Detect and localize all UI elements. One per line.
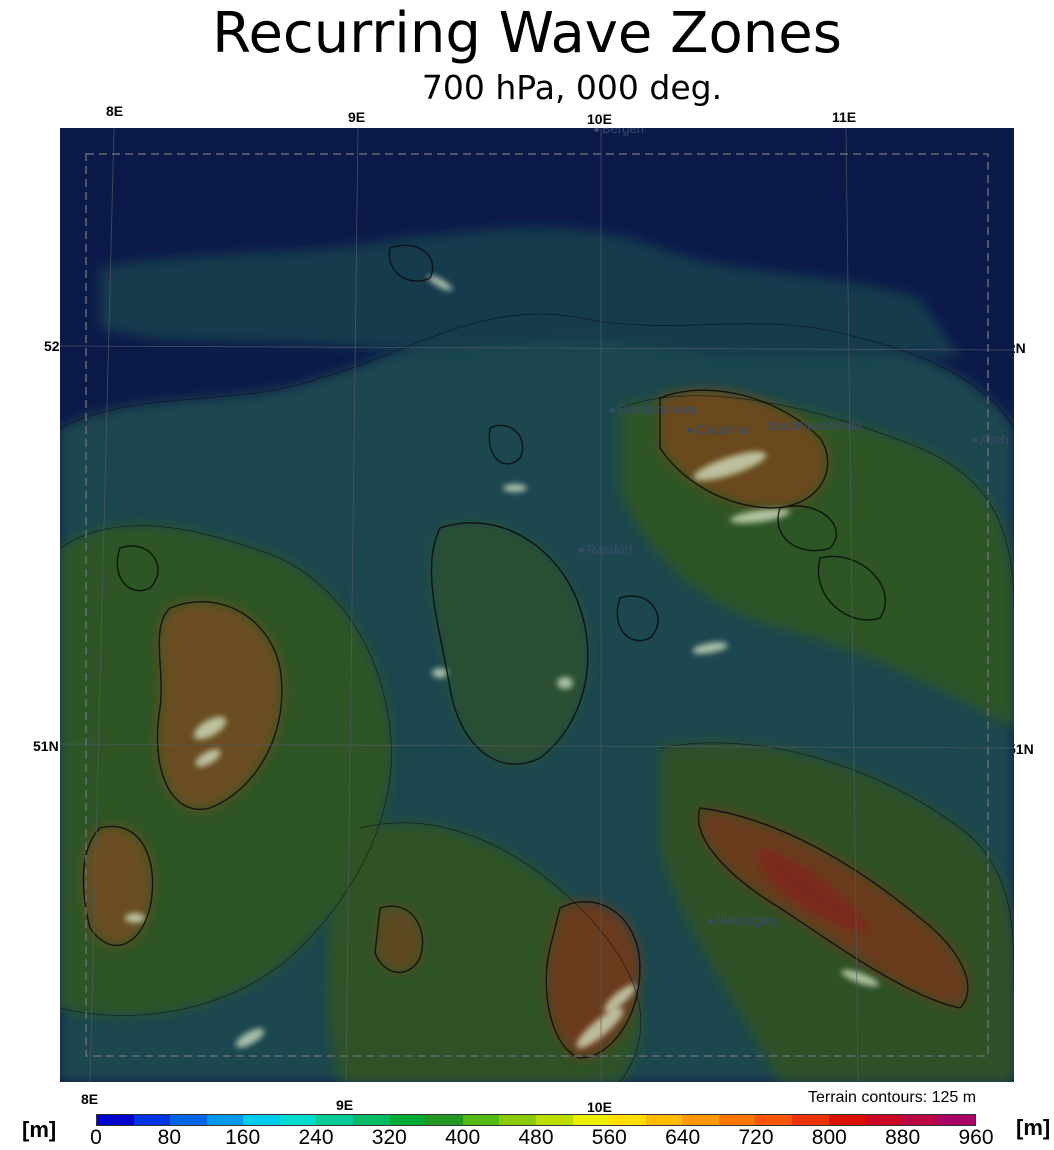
colorbar-unit-left: [m]: [22, 1117, 57, 1142]
colorbar-segment: [316, 1115, 354, 1125]
city-dot: [687, 428, 692, 434]
colorbar-segment: [535, 1115, 573, 1125]
upland-north-ridge: [100, 228, 960, 358]
colorbar-segment: [828, 1115, 866, 1125]
graticule: [60, 128, 1014, 1082]
colorbar-tick-label: 160: [225, 1126, 261, 1149]
highland-south-small: [375, 906, 423, 973]
city-dot: [594, 128, 599, 133]
colorbar-segment: [791, 1115, 829, 1125]
terrain-map[interactable]: Bergen Gandersheim Clausthal Bruchhauser…: [60, 128, 1014, 1082]
colorbar-tick-label: 880: [885, 1126, 921, 1149]
upland-region-central: [431, 522, 588, 765]
top-lon-label-9e: 9E: [348, 109, 366, 125]
colorbar-segment: [243, 1115, 280, 1125]
colorbar-segment: [865, 1115, 902, 1125]
city-dot: [579, 548, 584, 554]
colorbar-segment: [572, 1115, 610, 1125]
bottom-lon-label-9e: 9E: [336, 1097, 354, 1113]
colorbar-segment: [170, 1115, 207, 1125]
colorbar-tick-label: 560: [591, 1126, 627, 1149]
colorbar-segment: [718, 1115, 756, 1125]
colorbar-tick-label: 0: [90, 1126, 102, 1149]
city-label: Clausthal: [687, 423, 749, 437]
colorbar-segment: [97, 1115, 134, 1125]
colorbar-tick-label: 400: [445, 1126, 481, 1149]
colorbar-segment: [901, 1115, 939, 1125]
colorbar-segment: [755, 1115, 792, 1125]
map-title: Recurring Wave Zones: [212, 1, 842, 66]
colorbar-tick-label: 480: [518, 1126, 554, 1149]
lat-label-right-51n: 51N: [1008, 741, 1034, 757]
colorbar-segment: [645, 1115, 683, 1125]
colorbar-tick-label: 240: [298, 1126, 334, 1149]
bottom-lon-label-10e: 10E: [587, 1099, 612, 1115]
colorbar-segment: [682, 1115, 719, 1125]
colorbar-segment: [353, 1115, 390, 1125]
city-label: Rasdorf: [579, 543, 633, 557]
colorbar-segment: [609, 1115, 646, 1125]
city-dot: [708, 919, 713, 925]
terrain-contours: [82, 244, 969, 1059]
wave-zones: [125, 275, 879, 1049]
colorbar-tick-label: 800: [811, 1126, 847, 1149]
peak-thuringian: [759, 848, 870, 931]
city-label: Bergen: [594, 128, 644, 136]
highland-west: [157, 601, 282, 810]
lat-label-left-51n: 51N: [33, 738, 59, 754]
domain-boundary: [85, 153, 989, 1057]
colorbar-segment: [938, 1115, 975, 1125]
colorbar-segment: [389, 1115, 427, 1125]
city-label: Meiningen: [708, 914, 776, 928]
colorbar-segment: [206, 1115, 244, 1125]
bottom-lon-label-8e: 8E: [81, 1091, 99, 1107]
top-lon-label-10e: 10E: [587, 111, 612, 127]
terrain-contours-thin: [60, 313, 1014, 1082]
map-subtitle: 700 hPa, 000 deg.: [421, 68, 723, 107]
colorbar-segment: [426, 1115, 463, 1125]
colorbar-tick-label: 720: [738, 1126, 774, 1149]
colorbar-segment: [462, 1115, 500, 1125]
city-label: Gandersheim: [610, 403, 696, 417]
city-dot: [610, 408, 615, 414]
colorbar: [96, 1114, 976, 1126]
colorbar-unit-right: [m]: [1016, 1115, 1051, 1140]
colorbar-tick-label: 320: [371, 1126, 407, 1149]
terrain-map-svg: [60, 128, 1014, 1082]
colorbar-tick-label: 80: [157, 1126, 182, 1149]
city-label: Bruchhauserode: [766, 418, 862, 433]
city-dot: [972, 438, 977, 444]
colorbar-segment: [133, 1115, 171, 1125]
top-lon-label-8e: 8E: [106, 103, 124, 119]
terrain-contour-note: Terrain contours: 125 m: [808, 1089, 977, 1106]
top-lon-label-11e: 11E: [832, 109, 857, 125]
city-label: Asch: [972, 433, 1009, 447]
colorbar-segment: [499, 1115, 536, 1125]
colorbar-tick-label: 640: [665, 1126, 701, 1149]
colorbar-tick-label: 960: [958, 1126, 994, 1149]
colorbar-segment: [279, 1115, 317, 1125]
